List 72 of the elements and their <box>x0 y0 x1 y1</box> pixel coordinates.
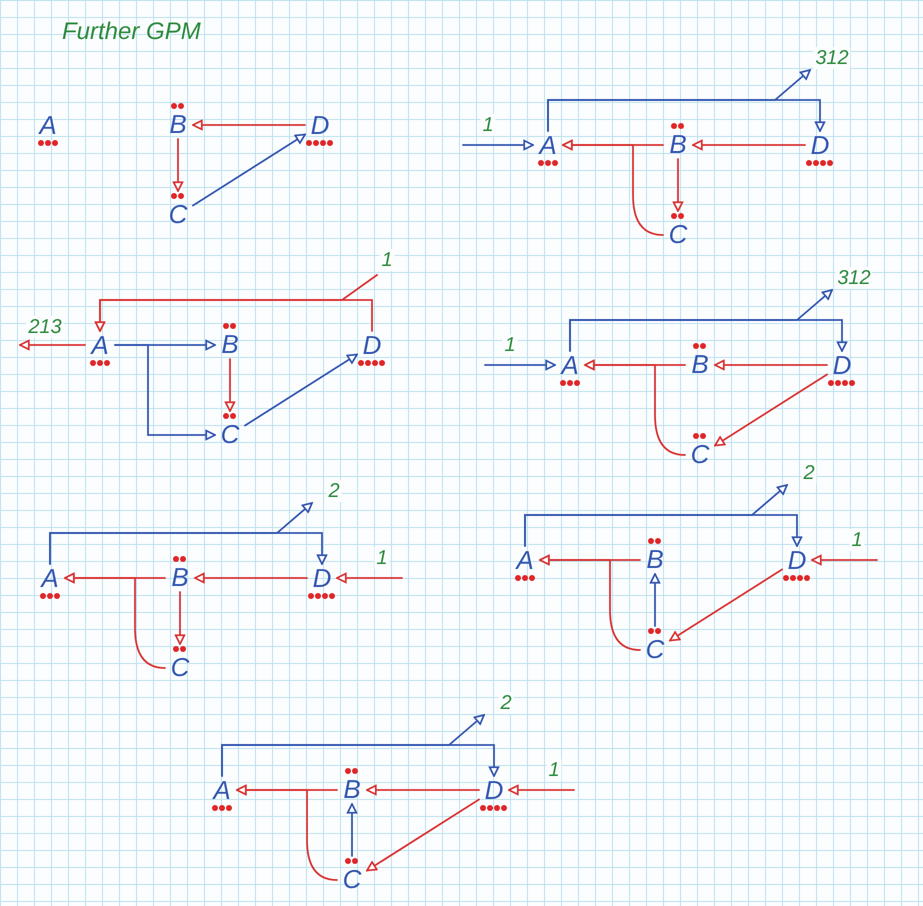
place-node: D <box>305 111 335 147</box>
place-node: A <box>35 564 65 600</box>
place-node: B <box>165 554 195 592</box>
place-node: B <box>215 321 245 359</box>
place-node: B <box>640 536 670 574</box>
arrow <box>114 344 216 440</box>
place-node: D <box>827 351 857 387</box>
place-node: C <box>163 191 193 229</box>
arrow <box>484 360 556 370</box>
place-node: A <box>33 111 63 147</box>
place-node: A <box>533 131 563 167</box>
place-node: D <box>479 776 509 812</box>
arrow <box>224 358 236 412</box>
place-node: A <box>85 331 115 367</box>
arrow <box>194 572 308 584</box>
place-node: D <box>307 564 337 600</box>
edge-label: 2 <box>498 692 514 714</box>
arrow <box>562 140 664 236</box>
edge-label: 1 <box>374 547 390 569</box>
arrow <box>244 354 358 426</box>
arrow <box>547 69 811 132</box>
arrow <box>524 484 788 547</box>
place-node: B <box>337 766 367 804</box>
edge-label: 312 <box>813 47 851 69</box>
edge-label: 1 <box>546 759 562 781</box>
place-node: C <box>337 856 367 894</box>
edge-label: 1 <box>379 249 395 271</box>
arrow <box>49 502 313 565</box>
place-node: C <box>640 626 670 664</box>
arrow <box>366 798 480 872</box>
place-node: A <box>555 351 585 387</box>
arrow <box>336 572 403 584</box>
arrow <box>172 138 184 192</box>
arrow <box>366 784 480 796</box>
place-node: D <box>805 131 835 167</box>
place-node: A <box>207 776 237 812</box>
arrow <box>192 134 306 206</box>
edge-label: 213 <box>26 316 64 338</box>
place-node: B <box>163 101 193 139</box>
place-node: D <box>782 546 812 582</box>
place-node: C <box>685 431 715 469</box>
arrow <box>221 714 485 777</box>
arrow <box>94 274 378 332</box>
place-node: A <box>510 546 540 582</box>
edge-label: 312 <box>835 267 873 289</box>
arrow <box>19 340 86 350</box>
place-node: D <box>357 331 387 367</box>
arrow <box>236 784 338 881</box>
arrow <box>650 573 660 627</box>
edge-label: 1 <box>480 114 496 136</box>
edge-label: 2 <box>801 462 817 484</box>
arrow <box>462 140 534 150</box>
place-node: C <box>165 644 195 682</box>
arrow <box>508 784 575 796</box>
place-node: B <box>663 121 693 159</box>
edge-label: 2 <box>326 480 342 502</box>
arrow <box>569 289 833 352</box>
arrow <box>64 572 166 669</box>
arrow <box>811 554 878 566</box>
diagram-title: Further GPM <box>62 17 201 47</box>
edge-label: 1 <box>502 334 518 356</box>
arrow <box>346 803 358 857</box>
arrow <box>672 158 684 212</box>
arrow <box>692 140 806 150</box>
arrow <box>192 120 306 130</box>
place-node: B <box>685 341 715 379</box>
arrow <box>714 374 828 446</box>
edge-label: 1 <box>849 529 865 551</box>
place-node: C <box>215 411 245 449</box>
arrow <box>174 591 186 645</box>
place-node: C <box>663 211 693 249</box>
arrow <box>714 360 828 370</box>
